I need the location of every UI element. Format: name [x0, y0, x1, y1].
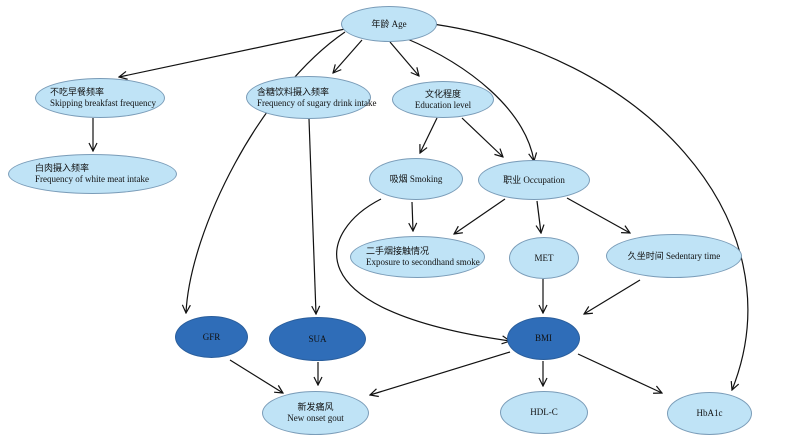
node-skip-breakfast-zh: 不吃早餐频率	[50, 87, 105, 97]
node-met: MET	[509, 237, 579, 279]
node-education: 文化程度 Education level	[392, 81, 494, 118]
edge-age-occupation	[404, 37, 534, 161]
node-smoking: 吸烟 Smoking	[369, 158, 463, 200]
node-occupation: 职业 Occupation	[478, 160, 590, 200]
edge-education-occupation	[461, 117, 503, 157]
edge-occupation-secondhand	[454, 198, 506, 234]
node-occupation-label: 职业 Occupation	[503, 174, 565, 185]
node-gout-zh: 新发痛风	[297, 402, 334, 412]
node-education-en: Education level	[414, 99, 472, 110]
node-secondhand-zh: 二手烟接触情况	[366, 246, 430, 256]
edge-age-education	[389, 41, 419, 76]
node-secondhand: 二手烟接触情况 Exposure to secondhand smoke	[350, 236, 485, 278]
node-sugary-drink-zh: 含糖饮料摄入频率	[257, 86, 330, 97]
node-white-meat: 白肉摄入频率 Frequency of white meat intake	[8, 154, 177, 194]
edge-occupation-met	[537, 200, 541, 233]
node-hba1c-label: HbA1c	[696, 408, 723, 418]
node-age: 年龄 Age	[341, 6, 437, 42]
node-secondhand-en: Exposure to secondhand smoke	[366, 257, 480, 267]
node-white-meat-en: Frequency of white meat intake	[35, 174, 149, 184]
node-age-label: 年龄 Age	[371, 18, 407, 29]
edge-sugary-drink-sua	[308, 118, 316, 314]
node-sua-label: SUA	[308, 333, 327, 344]
edge-occupation-sedentary	[566, 197, 630, 233]
edge-bmi-hba1c	[577, 353, 662, 393]
node-gout-en: New onset gout	[287, 413, 344, 423]
edge-smoking-bmi	[336, 198, 510, 341]
node-gout: 新发痛风 New onset gout	[262, 391, 369, 435]
edge-age-hba1c	[424, 22, 749, 390]
node-met-label: MET	[534, 252, 554, 263]
edge-education-smoking	[420, 117, 438, 153]
edge-bmi-gout	[370, 351, 511, 395]
node-smoking-label: 吸烟 Smoking	[389, 173, 443, 184]
edge-smoking-secondhand	[412, 201, 413, 231]
edge-age-skip-breakfast	[119, 28, 346, 77]
edge-sedentary-bmi	[584, 279, 641, 314]
edge-age-gfr	[186, 31, 346, 313]
node-bmi-label: BMI	[534, 333, 552, 343]
node-sugary-drink: 含糖饮料摄入频率 Frequency of sugary drink intak…	[246, 76, 376, 119]
node-hdl: HDL-C	[500, 391, 588, 434]
edge-age-sugary-drink	[333, 39, 363, 73]
edge-gfr-gout	[229, 359, 283, 393]
node-hba1c: HbA1c	[667, 392, 752, 435]
node-sedentary-label: 久坐时间 Sedentary time	[627, 250, 721, 261]
node-education-zh: 文化程度	[424, 88, 461, 99]
node-sedentary: 久坐时间 Sedentary time	[606, 234, 742, 278]
node-skip-breakfast-en: Skipping breakfast frequency	[50, 98, 156, 108]
node-skip-breakfast: 不吃早餐频率 Skipping breakfast frequency	[35, 78, 165, 118]
node-gfr: GFR	[175, 316, 248, 358]
node-gfr-label: GFR	[202, 331, 221, 342]
node-sugary-drink-en: Frequency of sugary drink intake	[257, 97, 377, 108]
node-white-meat-zh: 白肉摄入频率	[35, 163, 90, 173]
node-sua: SUA	[269, 317, 366, 361]
node-hdl-label: HDL-C	[530, 407, 558, 417]
node-bmi: BMI	[507, 317, 580, 360]
